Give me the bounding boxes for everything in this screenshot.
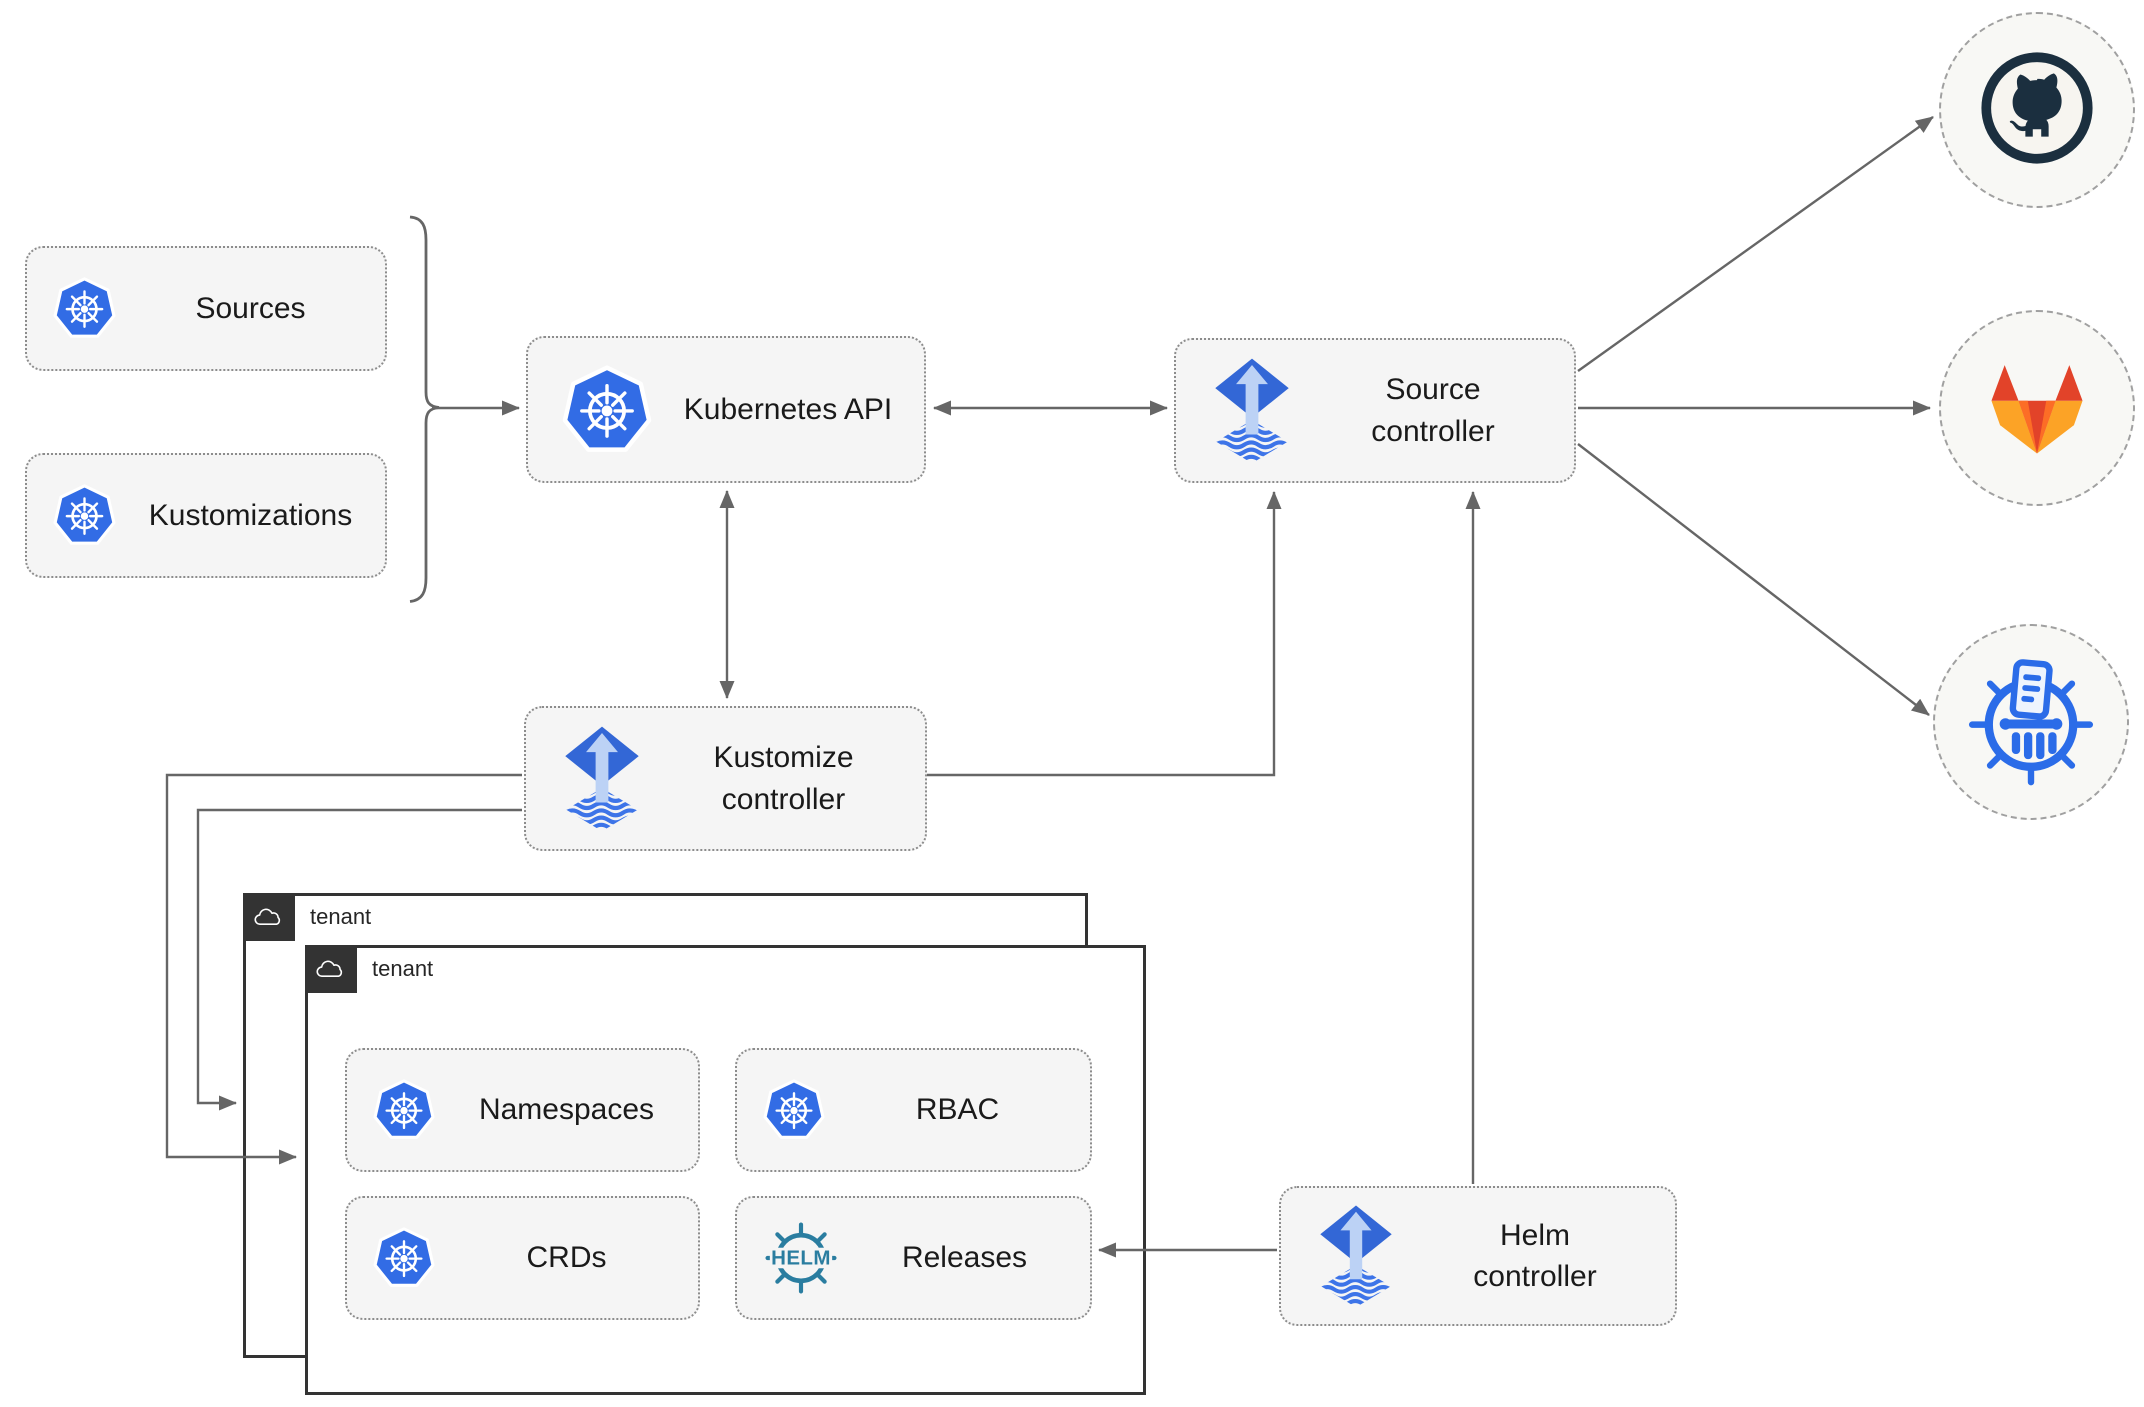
sources-node: Sources <box>25 246 387 371</box>
connector-kustomize-source <box>927 491 1282 777</box>
github-node <box>1939 12 2135 208</box>
node-label: Helm controller <box>1473 1218 1597 1293</box>
node-label: Namespaces <box>478 1093 655 1127</box>
rbac-node: RBAC <box>735 1048 1092 1172</box>
helm-wheel-icon <box>763 1220 839 1296</box>
tenant-label: tenant <box>372 956 434 981</box>
node-label: Kubernetes API <box>683 392 893 426</box>
kubernetes-icon <box>53 484 116 547</box>
helm-controller-node: Helm controller <box>1279 1186 1677 1326</box>
tenant-label: tenant <box>310 904 372 929</box>
kustomize-controller-node: Kustomize controller <box>524 706 927 851</box>
kubernetes-icon <box>373 1079 435 1141</box>
helm-repository-node <box>1933 624 2129 820</box>
namespaces-node: Namespaces <box>345 1048 700 1172</box>
flux-icon-svg <box>562 725 642 832</box>
cloud-icon-svg <box>253 906 285 929</box>
cloud-icon <box>243 893 295 941</box>
chartmuseum-icon-svg <box>1967 653 2095 786</box>
chartmuseum-helm-repository-icon <box>1967 653 2095 791</box>
cloud-icon-svg <box>315 958 347 981</box>
node-label: CRDs <box>526 1241 607 1275</box>
kubernetes-icon-svg <box>562 365 652 455</box>
kubernetes-icon-svg <box>373 1227 435 1289</box>
releases-node: Releases <box>735 1196 1092 1320</box>
node-label: Source controller <box>1371 373 1495 448</box>
gitlab-node <box>1939 310 2135 506</box>
kubernetes-icon <box>763 1079 825 1141</box>
github-icon <box>1980 51 2094 170</box>
node-label: Sources <box>195 291 306 325</box>
flux-icon-svg <box>1317 1204 1395 1308</box>
connector-source-github <box>1577 116 1934 372</box>
kubernetes-icon-svg <box>53 277 116 340</box>
flux-icon <box>562 725 642 832</box>
helm-wheel-icon-svg <box>763 1220 839 1296</box>
flux-icon <box>1212 357 1292 464</box>
connector-source-registry <box>1577 443 1930 716</box>
node-label: RBAC <box>915 1093 1000 1127</box>
grouping-brace <box>409 215 440 603</box>
node-label: Kustomizations <box>148 498 353 532</box>
node-label: Releases <box>901 1241 1028 1275</box>
cloud-icon <box>305 945 357 993</box>
kubernetes-icon <box>373 1227 435 1289</box>
kubernetes-icon-svg <box>373 1079 435 1141</box>
kubernetes-icon-svg <box>53 484 116 547</box>
source-controller-node: Source controller <box>1174 338 1576 483</box>
gitlab-icon-svg <box>1971 340 2103 472</box>
node-label: Kustomize controller <box>713 741 854 816</box>
kustomizations-node: Kustomizations <box>25 453 387 578</box>
flux-icon-svg <box>1212 357 1292 464</box>
kubernetes-icon <box>562 365 652 455</box>
flux-icon <box>1317 1204 1395 1308</box>
crds-node: CRDs <box>345 1196 700 1320</box>
github-icon-svg <box>1980 51 2094 165</box>
gitlab-icon <box>1971 340 2103 477</box>
kubernetes-icon-svg <box>763 1079 825 1141</box>
kubernetes-api-node: Kubernetes API <box>526 336 926 483</box>
kubernetes-icon <box>53 277 116 340</box>
